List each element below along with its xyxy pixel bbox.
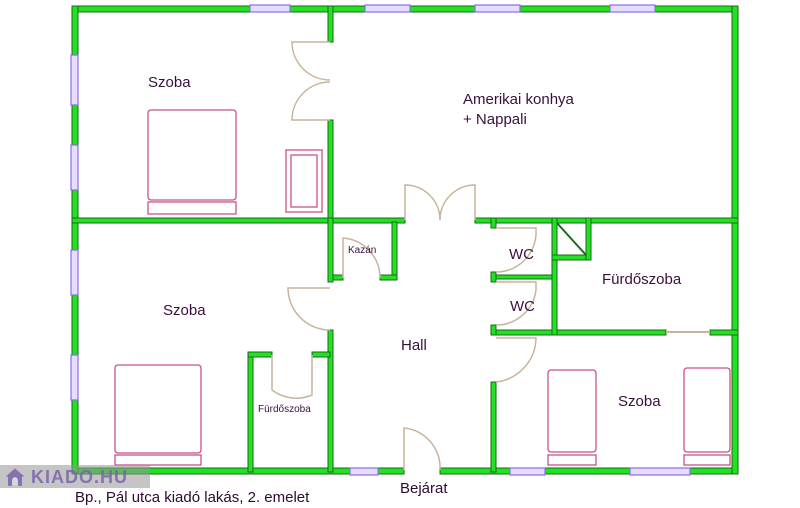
caption: Bp., Pál utca kiadó lakás, 2. emelet: [75, 489, 310, 506]
watermark-logo: KIADO.HU: [0, 465, 150, 488]
wall-v3b: [490, 271, 497, 283]
room-label-wc-1: WC: [509, 246, 534, 263]
windows: [70, 4, 691, 476]
wall-wc-mid: [495, 274, 555, 280]
wall-v3c: [490, 324, 497, 336]
wall-kazan-b2: [379, 274, 398, 281]
room-label-wc-2: WC: [510, 298, 535, 315]
entrance-label: Bejárat: [400, 480, 448, 497]
shaft-diagonal: [556, 222, 587, 256]
doors: [271, 41, 537, 471]
logo-text: KIADO.HU: [31, 466, 128, 487]
room-label-living-2: + Nappali: [463, 111, 527, 128]
wall-shaft2: [585, 217, 592, 261]
wall-bottom-right: [439, 467, 739, 475]
room-label-bathroom-small: Fürdőszoba: [258, 404, 311, 415]
wall-shaft: [551, 254, 591, 261]
wall-v2b: [327, 329, 334, 473]
house-icon: [5, 468, 25, 486]
room-label-hall: Hall: [401, 337, 427, 354]
wall-v3d: [490, 381, 497, 473]
room-label-kazan: Kazán: [348, 245, 377, 256]
wall-bath-bottom2: [709, 329, 739, 336]
room-label-living: Amerikai konhya: [463, 91, 574, 108]
furniture: [114, 109, 731, 466]
room-label-bathroom-right: Fürdőszoba: [602, 271, 682, 288]
room-label-bedroom-right: Szoba: [618, 393, 661, 410]
wall-kazan-b1: [332, 274, 344, 281]
room-label-bedroom-left: Szoba: [163, 302, 206, 319]
wall-v1b: [327, 119, 334, 221]
wall-v1a: [327, 5, 334, 43]
wall-bath-bottom: [495, 329, 667, 336]
wall-v3a: [490, 217, 497, 229]
wall-bath-t1: [247, 351, 273, 358]
wall-mid-left: [71, 217, 406, 224]
wall-right: [731, 5, 739, 475]
wall-wc-right: [551, 217, 558, 336]
wall-kazan: [391, 221, 398, 281]
room-label-bedroom-top: Szoba: [148, 74, 191, 91]
wall-v2a: [327, 217, 334, 283]
wall-bath-l: [247, 351, 254, 473]
wall-bath-t2: [311, 351, 331, 358]
wall-mid-right: [474, 217, 739, 224]
